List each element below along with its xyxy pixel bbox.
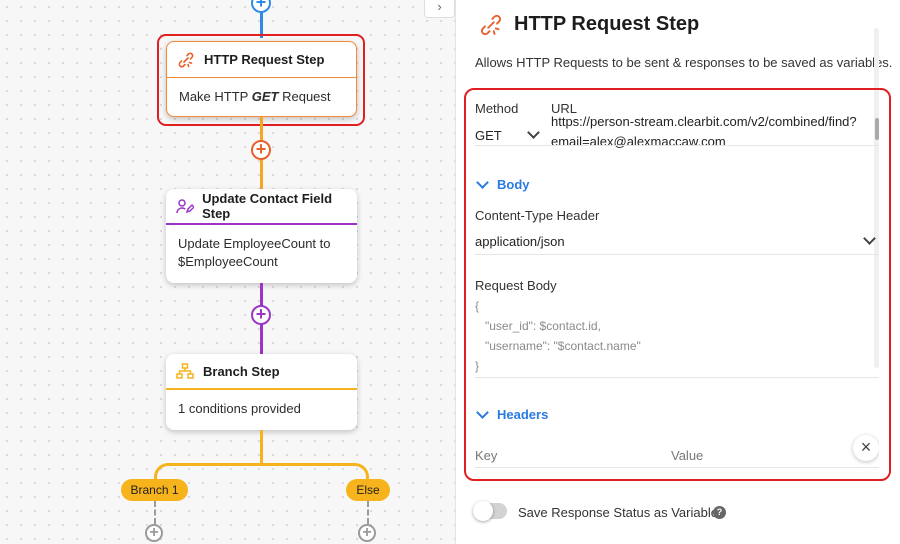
user-edit-icon — [174, 197, 195, 215]
step-settings-panel: HTTP Request Step Allows HTTP Requests t… — [455, 0, 900, 544]
update-contact-field-step-card[interactable]: Update Contact Field Step Update Employe… — [166, 189, 357, 283]
url-input-scrollbar[interactable] — [875, 118, 879, 140]
save-response-label: Save Response Status as Variable — [518, 505, 718, 520]
headers-section-toggle[interactable]: Headers — [476, 406, 548, 422]
add-step-plus-icon[interactable]: + — [251, 0, 271, 13]
collapse-panel-button[interactable]: › — [424, 0, 455, 18]
add-step-plus-icon[interactable]: + — [358, 524, 376, 542]
toggle-knob — [473, 501, 493, 521]
url-label: URL — [551, 101, 578, 116]
workflow-canvas[interactable]: + HTTP Request Step Make HTTP GET Reques… — [0, 0, 455, 544]
card-body: Make HTTP GET Request — [179, 89, 331, 104]
content-type-select[interactable]: application/json — [475, 232, 877, 252]
branch-dash-line — [367, 501, 369, 524]
card-title: Branch Step — [203, 363, 280, 379]
connector-top — [260, 0, 263, 38]
add-step-plus-icon[interactable]: + — [251, 305, 271, 325]
header-key-input[interactable]: Key — [475, 448, 498, 463]
save-response-toggle[interactable] — [473, 501, 507, 521]
content-type-label: Content-Type Header — [475, 208, 600, 223]
else-branch-label[interactable]: Else — [346, 479, 390, 501]
close-icon: × — [860, 437, 872, 457]
chevron-down-icon — [863, 232, 876, 245]
help-icon[interactable]: ? — [713, 506, 726, 519]
branch-dash-line — [154, 501, 156, 524]
connector-branch — [260, 430, 263, 465]
remove-header-button[interactable]: × — [853, 435, 879, 461]
panel-description: Allows HTTP Requests to be sent & respon… — [475, 55, 893, 70]
branch-hierarchy-icon — [174, 362, 196, 380]
branch-step-card[interactable]: Branch Step 1 conditions provided — [166, 354, 357, 430]
branch-1-label[interactable]: Branch 1 — [121, 479, 188, 501]
url-input[interactable]: https://person-stream.clearbit.com/v2/co… — [551, 114, 857, 149]
method-select[interactable]: GET — [475, 126, 540, 146]
branch-split-line — [154, 463, 369, 483]
header-value-input[interactable]: Value — [671, 448, 704, 463]
card-body: Update EmployeeCount to $EmployeeCount — [178, 236, 331, 269]
panel-title: HTTP Request Step — [480, 13, 699, 36]
request-body-label: Request Body — [475, 278, 557, 293]
chevron-down-icon — [527, 126, 540, 139]
body-section-toggle[interactable]: Body — [476, 176, 530, 192]
card-title: HTTP Request Step — [204, 52, 325, 67]
request-config-form: Method GET URL https://person-stream.cle… — [464, 88, 891, 481]
http-request-step-card[interactable]: HTTP Request Step Make HTTP GET Request — [166, 41, 357, 117]
chevron-right-icon: › — [437, 0, 442, 14]
http-link-icon — [480, 14, 502, 36]
method-label: Method — [475, 101, 519, 116]
http-link-icon — [175, 51, 197, 69]
chevron-down-icon — [476, 406, 489, 419]
request-body-textarea[interactable]: { "user_id": $contact.id, "username": "$… — [475, 299, 641, 373]
add-step-plus-icon[interactable]: + — [145, 524, 163, 542]
chevron-down-icon — [476, 176, 489, 189]
card-title: Update Contact Field Step — [202, 191, 333, 221]
add-step-plus-icon[interactable]: + — [251, 140, 271, 160]
card-body: 1 conditions provided — [178, 401, 301, 416]
http-method: GET — [251, 89, 279, 104]
panel-scrollbar-track[interactable] — [874, 28, 879, 368]
